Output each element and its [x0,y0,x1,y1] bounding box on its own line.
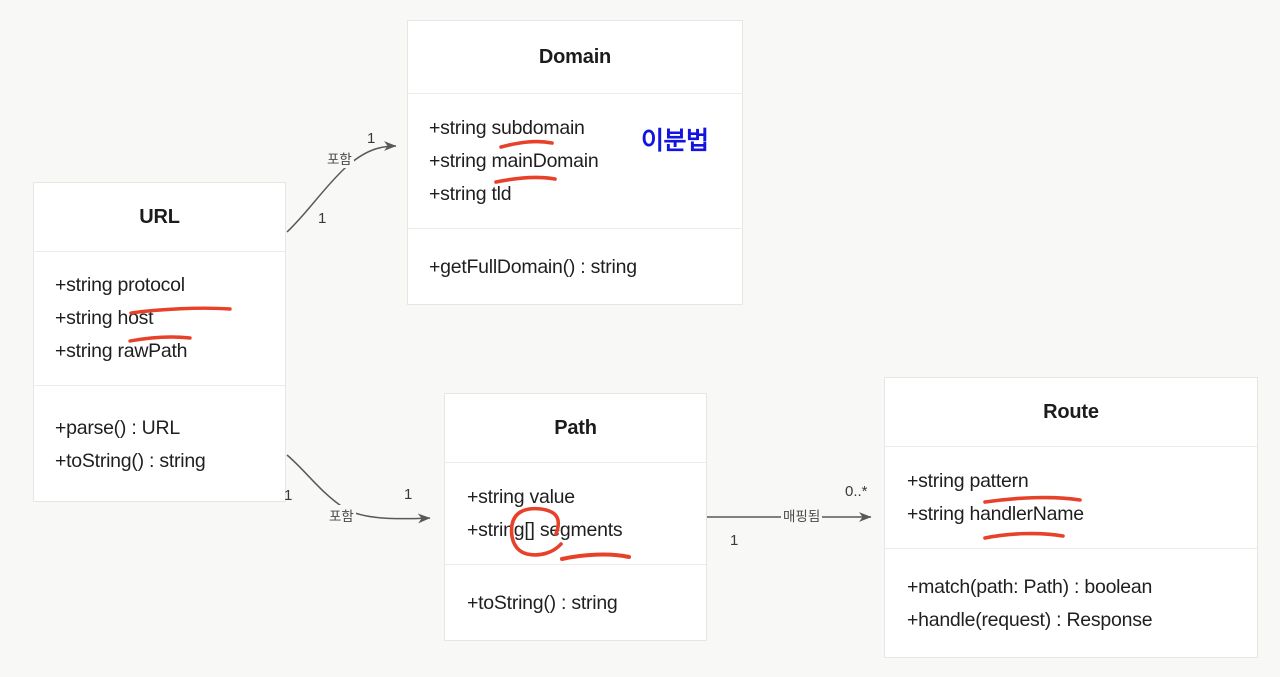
uml-attribute: +string host [55,307,154,329]
uml-class-route-title: Route [1043,400,1099,423]
edge-multiplicity-url-path-source: 1 [284,487,293,504]
edge-multiplicity-url-domain-source: 1 [318,210,327,227]
divider [34,385,285,386]
uml-attribute: +string subdomain [429,116,585,139]
uml-class-path-attributes: +string value +string[] segments [445,463,706,564]
uml-method: +toString() : string [467,592,618,614]
uml-attribute: +string handlerName [907,502,1084,525]
divider [408,228,742,229]
edge-multiplicity-url-path-target: 1 [404,486,413,503]
edge-label-url-path: 포함 [327,505,356,525]
uml-class-url-attributes: +string protocol +string host +string ra… [34,252,285,385]
uml-attribute: +string mainDomain [429,149,599,172]
divider [445,564,706,565]
uml-class-path-methods: +toString() : string [445,565,706,642]
uml-method: +parse() : URL [55,416,180,439]
uml-class-url[interactable]: URL +string protocol +string host +strin… [33,182,286,502]
handwritten-note-blue: 이분법 [641,126,709,155]
edge-multiplicity-path-route-source: 1 [730,532,739,549]
uml-class-url-title: URL [139,205,180,228]
uml-attribute: +string rawPath [55,340,188,362]
uml-class-domain-attributes: +string subdomain +string mainDomain +st… [408,94,742,228]
uml-class-route[interactable]: Route +string pattern +string handlerNam… [884,377,1258,658]
uml-method: +toString() : string [55,449,206,472]
uml-method: +handle(request) : Response [907,609,1153,631]
uml-class-path[interactable]: Path +string value +string[] segments +t… [444,393,707,641]
uml-attribute: +string value [467,485,575,508]
uml-class-route-methods: +match(path: Path) : boolean +handle(req… [885,549,1257,659]
uml-class-domain-methods: +getFullDomain() : string [408,229,742,306]
edge-label-path-route: 매핑됨 [781,505,823,525]
uml-class-url-methods: +parse() : URL +toString() : string [34,386,285,503]
edge-label-url-domain: 포함 [325,148,354,168]
uml-class-domain[interactable]: Domain +string subdomain +string mainDom… [407,20,743,305]
divider [885,548,1257,549]
uml-attribute: +string protocol [55,274,185,296]
divider [885,446,1257,447]
edge-multiplicity-path-route-target: 0..* [845,483,868,500]
uml-method: +getFullDomain() : string [429,256,637,278]
uml-class-route-attributes: +string pattern +string handlerName [885,447,1257,548]
divider [445,462,706,463]
edge-multiplicity-url-domain-target: 1 [367,130,376,147]
uml-attribute: +string pattern [907,469,1029,492]
uml-method: +match(path: Path) : boolean [907,576,1153,598]
uml-attribute: +string[] segments [467,518,623,541]
uml-class-domain-title: Domain [538,45,612,68]
uml-class-path-title: Path [554,416,597,439]
divider [34,251,285,252]
divider [408,93,742,94]
uml-attribute: +string tld [429,182,512,205]
